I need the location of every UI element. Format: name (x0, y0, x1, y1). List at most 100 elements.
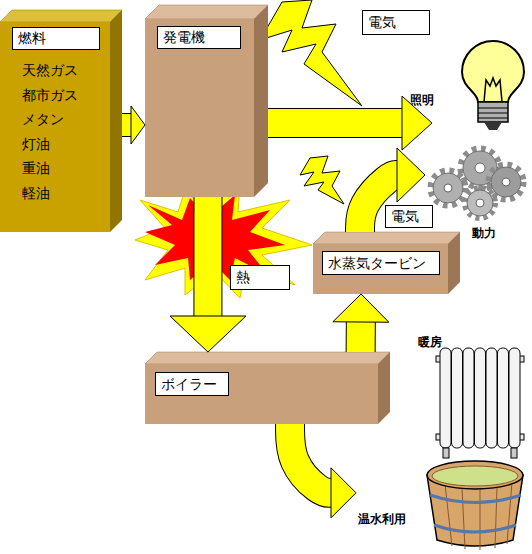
bulb-base (478, 102, 508, 122)
hot-water (432, 466, 518, 486)
gear (431, 171, 465, 205)
bulb-filament (484, 78, 502, 102)
tub-stave (445, 484, 452, 546)
tub-stave (480, 489, 481, 550)
arrow-outline (122, 113, 131, 137)
arrow-head (402, 96, 432, 150)
bulb-thread (478, 108, 508, 109)
radiator-fin (440, 348, 451, 448)
radiator-fin (509, 348, 520, 448)
gear (465, 188, 495, 218)
radiator (436, 348, 524, 458)
radiator-fin (498, 348, 509, 448)
gear-body (491, 167, 521, 197)
radiator-fin (463, 348, 474, 448)
gear-teeth (489, 165, 523, 199)
fuel-name: 軽油 (22, 185, 50, 203)
box-title: ボイラー (155, 372, 229, 396)
tub-stave (495, 487, 497, 548)
arrow-body (347, 322, 375, 352)
tag-text: 電気 (386, 206, 432, 227)
bulb-glass (462, 41, 524, 102)
flow-arrow (333, 294, 389, 352)
arrow-body (290, 424, 331, 493)
gear-hole (444, 184, 452, 192)
hot-water-use: 温水利用 (356, 455, 532, 552)
use-caption: 暖房 (418, 334, 442, 351)
bulb-thread (478, 118, 508, 119)
output-tag: 電気 (362, 10, 430, 35)
output-tag: 電気 (385, 205, 433, 228)
arrow-head (131, 106, 145, 144)
gear-hole (502, 178, 510, 186)
box-side-face (254, 5, 268, 197)
box-front-face (313, 244, 448, 294)
gear-teeth (431, 171, 465, 205)
box-top-face (145, 352, 390, 364)
fuel-name: 灯油 (22, 136, 50, 154)
fuel-name: 天然ガス (22, 62, 78, 80)
arrow-body (360, 175, 397, 232)
lightning-bolt (300, 156, 344, 204)
tub-rim (427, 461, 523, 489)
box-title: 発電機 (157, 26, 241, 49)
gear-hole (476, 199, 484, 207)
fuel-box: 燃料天然ガス都市ガスメタン灯油重油軽油 (0, 10, 122, 232)
fuel-name: メタン (22, 111, 64, 129)
gear-teeth (465, 188, 495, 218)
use-caption: 照明 (410, 92, 434, 109)
turbine-box: 水蒸気タービン (313, 232, 460, 294)
use-caption: 温水利用 (358, 511, 406, 528)
box-title: 水蒸気タービン (322, 251, 440, 275)
flow-arrow (290, 424, 356, 518)
flow-arrow (268, 96, 432, 150)
radiator-fin (486, 348, 497, 448)
arrow-outline (193, 197, 222, 316)
gear-body (467, 190, 493, 216)
heating-use: 暖房 (416, 334, 528, 462)
arrow-outline (290, 424, 331, 493)
bulb-thread (478, 113, 508, 114)
arrow-body (268, 109, 402, 137)
arrow-head (397, 148, 425, 202)
arrow-head (333, 294, 389, 322)
gear (489, 165, 523, 199)
tub-hoop (434, 525, 516, 532)
arrow-outline (346, 322, 376, 352)
arrow-body (194, 197, 221, 316)
box-top-face (313, 232, 460, 244)
tub-stave (462, 488, 465, 549)
light-bulb (462, 41, 524, 130)
arrow-head (170, 316, 246, 352)
flow-arrow (122, 106, 145, 144)
tag-text: 電気 (363, 11, 429, 34)
lighting-use: 照明 (432, 40, 527, 135)
arrow-outline (268, 108, 402, 138)
power-use: 動力 (425, 143, 525, 240)
box-top-face (145, 5, 268, 19)
tag-text: 熱 (231, 266, 289, 289)
bulb-contact (484, 122, 502, 130)
box-side-face (110, 10, 122, 232)
flow-arrow (360, 148, 425, 232)
use-caption: 動力 (472, 225, 496, 242)
arrow-head (331, 468, 356, 518)
tub-hoop (430, 495, 521, 503)
box-front-face (145, 364, 378, 424)
fuel-name: 都市ガス (22, 87, 78, 105)
flow-arrow (170, 197, 246, 352)
heat-burst-outer (135, 185, 312, 298)
box-title: 燃料 (12, 27, 100, 50)
tub-stave (507, 482, 512, 544)
box-top-face (0, 10, 122, 22)
box-side-face (378, 352, 390, 424)
box-front-face (145, 19, 254, 197)
gear-body (433, 173, 463, 203)
gear-hole (475, 163, 485, 173)
wooden-tub (427, 461, 523, 550)
radiator-fin (452, 348, 463, 448)
box-side-face (448, 232, 460, 294)
arrow-outline (360, 175, 397, 232)
boiler-box: ボイラー (145, 352, 390, 424)
box-front-face (0, 22, 110, 232)
